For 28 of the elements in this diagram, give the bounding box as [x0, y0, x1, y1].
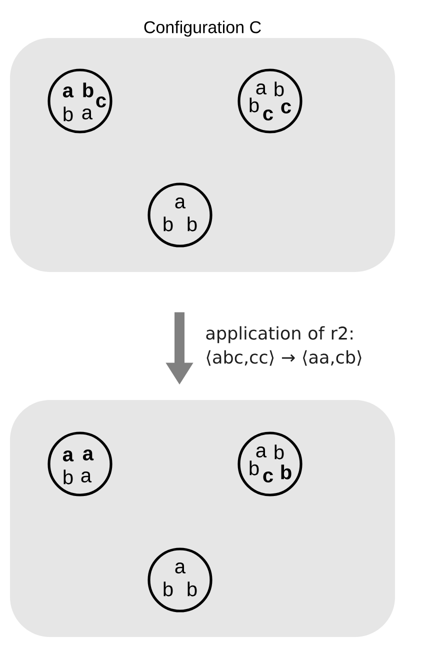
symbol-letter: a [62, 86, 74, 98]
symbol-letter: c [96, 96, 106, 108]
edge-label: application of r2: ⟨abc,cc⟩ → ⟨aa,cb⟩ [206, 326, 362, 366]
symbol-letter: b [164, 216, 173, 232]
symbol-letter: c [263, 110, 273, 120]
symbol-letter: c [281, 102, 291, 114]
symbol-letter: b [188, 216, 197, 232]
symbol-letter: b [250, 98, 259, 112]
symbol-letter: b [250, 460, 259, 476]
symbol-letter: a [81, 472, 92, 482]
panel-heading: Configuration C [144, 20, 261, 37]
symbol-letter: b [281, 464, 292, 480]
symbol-letter: b [274, 444, 284, 460]
symbol-letter: b [274, 82, 284, 96]
symbol-letter: a [62, 450, 74, 462]
symbol-letter: c [263, 472, 273, 482]
symbol-letter: a [256, 84, 267, 94]
symbol-letter: a [175, 198, 186, 208]
panel [10, 400, 395, 637]
symbol-letter: a [256, 446, 267, 458]
symbol-letter: b [164, 582, 173, 596]
symbol-letter: a [82, 450, 94, 460]
symbol-letter: a [82, 108, 93, 120]
symbol-letter: b [83, 82, 94, 98]
symbol-letter: b [188, 582, 197, 596]
symbol-letter: b [64, 106, 73, 122]
symbol-letter: b [64, 470, 73, 484]
symbol-letter: a [175, 562, 186, 574]
